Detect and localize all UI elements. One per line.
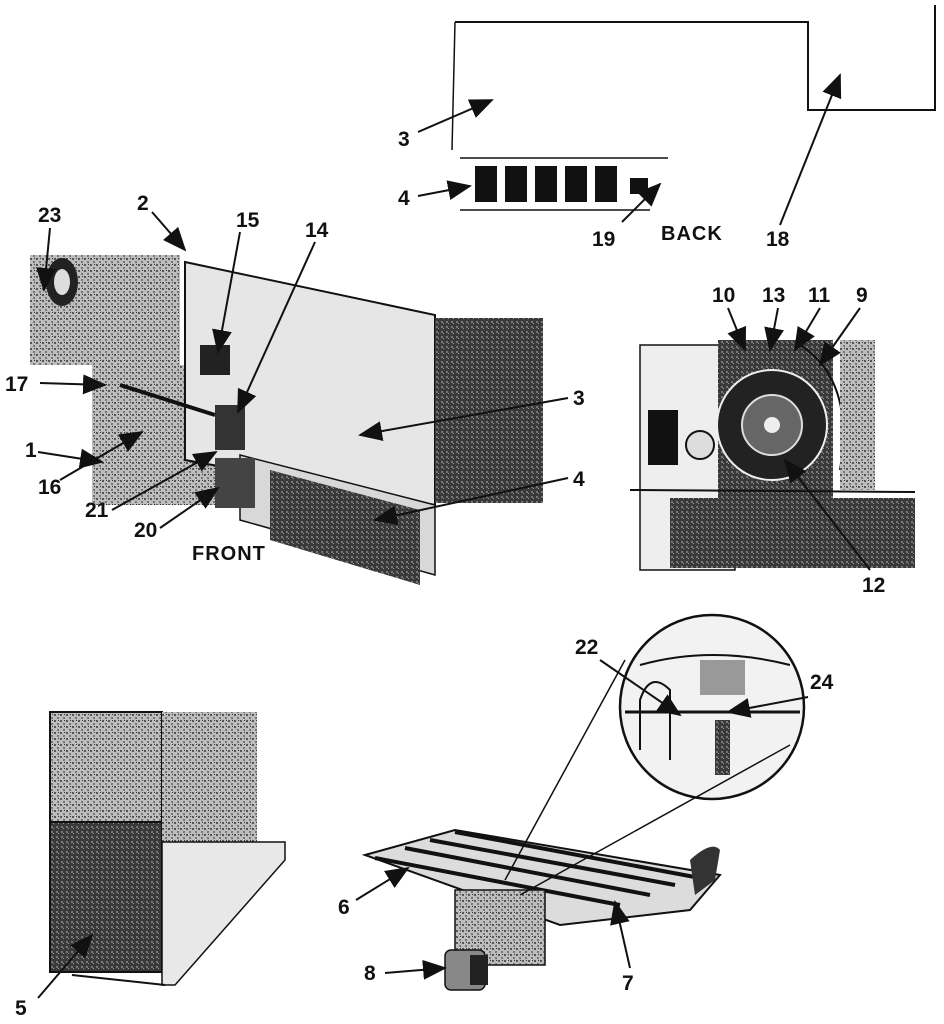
callout-21: 21 bbox=[85, 499, 109, 522]
callout-5: 5 bbox=[15, 997, 27, 1020]
callout-3-front: 3 bbox=[573, 387, 585, 410]
back-view-label: BACK bbox=[661, 223, 723, 245]
callout-6: 6 bbox=[338, 896, 350, 919]
callout-20: 20 bbox=[134, 519, 158, 542]
back-louver bbox=[475, 166, 497, 202]
front-view bbox=[30, 255, 543, 585]
callout-8: 8 bbox=[364, 962, 376, 985]
callout-9: 9 bbox=[856, 284, 868, 307]
callout-13: 13 bbox=[762, 284, 786, 307]
callout-11: 11 bbox=[808, 284, 831, 307]
front-view-label: FRONT bbox=[192, 543, 266, 565]
callout-19: 19 bbox=[592, 228, 616, 251]
blower-view bbox=[629, 340, 916, 571]
back-louver bbox=[565, 166, 587, 202]
callout-1: 1 bbox=[25, 439, 37, 462]
callout-15: 15 bbox=[236, 209, 260, 232]
back-view bbox=[451, 5, 936, 211]
leader-lines bbox=[36, 73, 871, 999]
side-grille bbox=[435, 318, 543, 503]
callout-24: 24 bbox=[810, 671, 834, 694]
back-louver bbox=[505, 166, 527, 202]
callout-14: 14 bbox=[305, 219, 329, 242]
callout-3-back: 3 bbox=[398, 128, 410, 151]
callout-17: 17 bbox=[5, 373, 29, 396]
filter-view bbox=[49, 711, 286, 986]
detail-magnifier bbox=[618, 613, 806, 801]
burner-view bbox=[361, 613, 806, 991]
back-louver bbox=[595, 166, 617, 202]
callout-22: 22 bbox=[575, 636, 599, 659]
callout-12: 12 bbox=[862, 574, 886, 597]
filter bbox=[49, 821, 163, 973]
drain-plug bbox=[630, 178, 648, 194]
front-louvers bbox=[270, 470, 420, 585]
callout-4-front: 4 bbox=[573, 468, 585, 491]
callout-10: 10 bbox=[712, 284, 736, 307]
callout-18: 18 bbox=[766, 228, 790, 251]
back-louver bbox=[535, 166, 557, 202]
callout-4-back: 4 bbox=[398, 187, 410, 210]
callout-23: 23 bbox=[38, 204, 62, 227]
callout-16: 16 bbox=[38, 476, 62, 499]
callout-2: 2 bbox=[137, 192, 149, 215]
callout-7: 7 bbox=[622, 972, 634, 995]
